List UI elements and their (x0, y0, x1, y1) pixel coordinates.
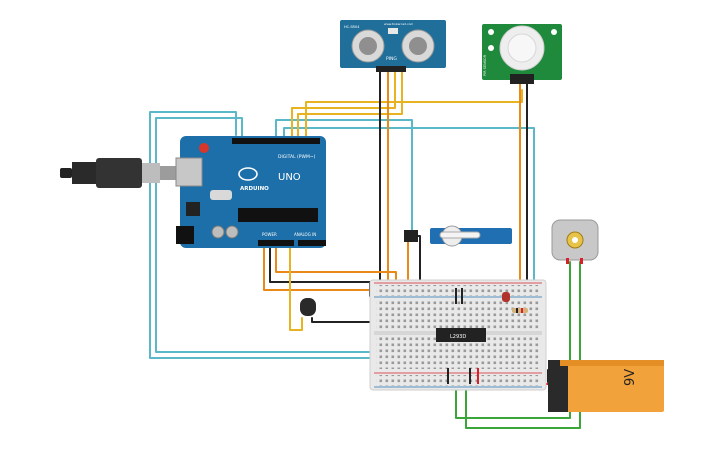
arduino-brand: ARDUINO (240, 186, 269, 192)
ultrasonic-site-label: www.tinkercad.com (384, 22, 413, 26)
wire-yellow-2 (297, 71, 403, 139)
usb-cable (60, 158, 180, 188)
wire-green-motor-1 (455, 261, 571, 419)
resistor[interactable] (512, 308, 528, 313)
wire-blue-4 (283, 127, 535, 291)
wire-green-motor-2 (465, 261, 581, 429)
atmega-chip (238, 208, 318, 222)
digital-label: DIGITAL (PWM~) (278, 154, 316, 160)
wire-blue-1 (149, 111, 401, 359)
battery-9v[interactable]: 9V (548, 360, 664, 412)
ultrasonic-title: HC-SR04 (344, 25, 360, 29)
usb-port (175, 157, 203, 187)
digital-header (232, 138, 320, 144)
servo-motor[interactable] (404, 225, 512, 247)
wire-yellow-1 (291, 71, 396, 139)
ultrasonic-ping-label: PING (386, 56, 397, 62)
pir-label: PIR SENSOR (483, 54, 487, 76)
arduino-model: UNO (278, 172, 301, 183)
wire-blue-2 (155, 117, 413, 353)
wire-orange-5v (263, 239, 373, 291)
power-header (258, 240, 294, 246)
temperature-sensor[interactable] (300, 298, 316, 316)
wire-yellow-pir (305, 89, 523, 139)
reset-button[interactable] (199, 143, 209, 153)
power-label: POWER (262, 232, 277, 237)
battery-label: 9V (623, 369, 638, 386)
chip-label: L293D (450, 334, 466, 340)
arduino-uno-board[interactable]: DIGITAL (PWM~) ARDUINO UNO POWER ANALOG … (175, 136, 326, 248)
analog-label: ANALOG IN (294, 232, 316, 237)
l293d-chip[interactable]: L293D (436, 328, 486, 342)
analog-header (298, 240, 326, 246)
dc-motor[interactable] (551, 219, 599, 264)
pir-sensor[interactable]: PIR SENSOR (482, 24, 562, 84)
wire-black-gnd (269, 239, 371, 297)
wire-blue-3 (275, 119, 413, 233)
ultrasonic-sensor[interactable]: HC-SR04 PING www.tinkercad.com (340, 20, 446, 72)
led[interactable] (502, 292, 510, 302)
wire-yellow-temp (289, 239, 303, 331)
